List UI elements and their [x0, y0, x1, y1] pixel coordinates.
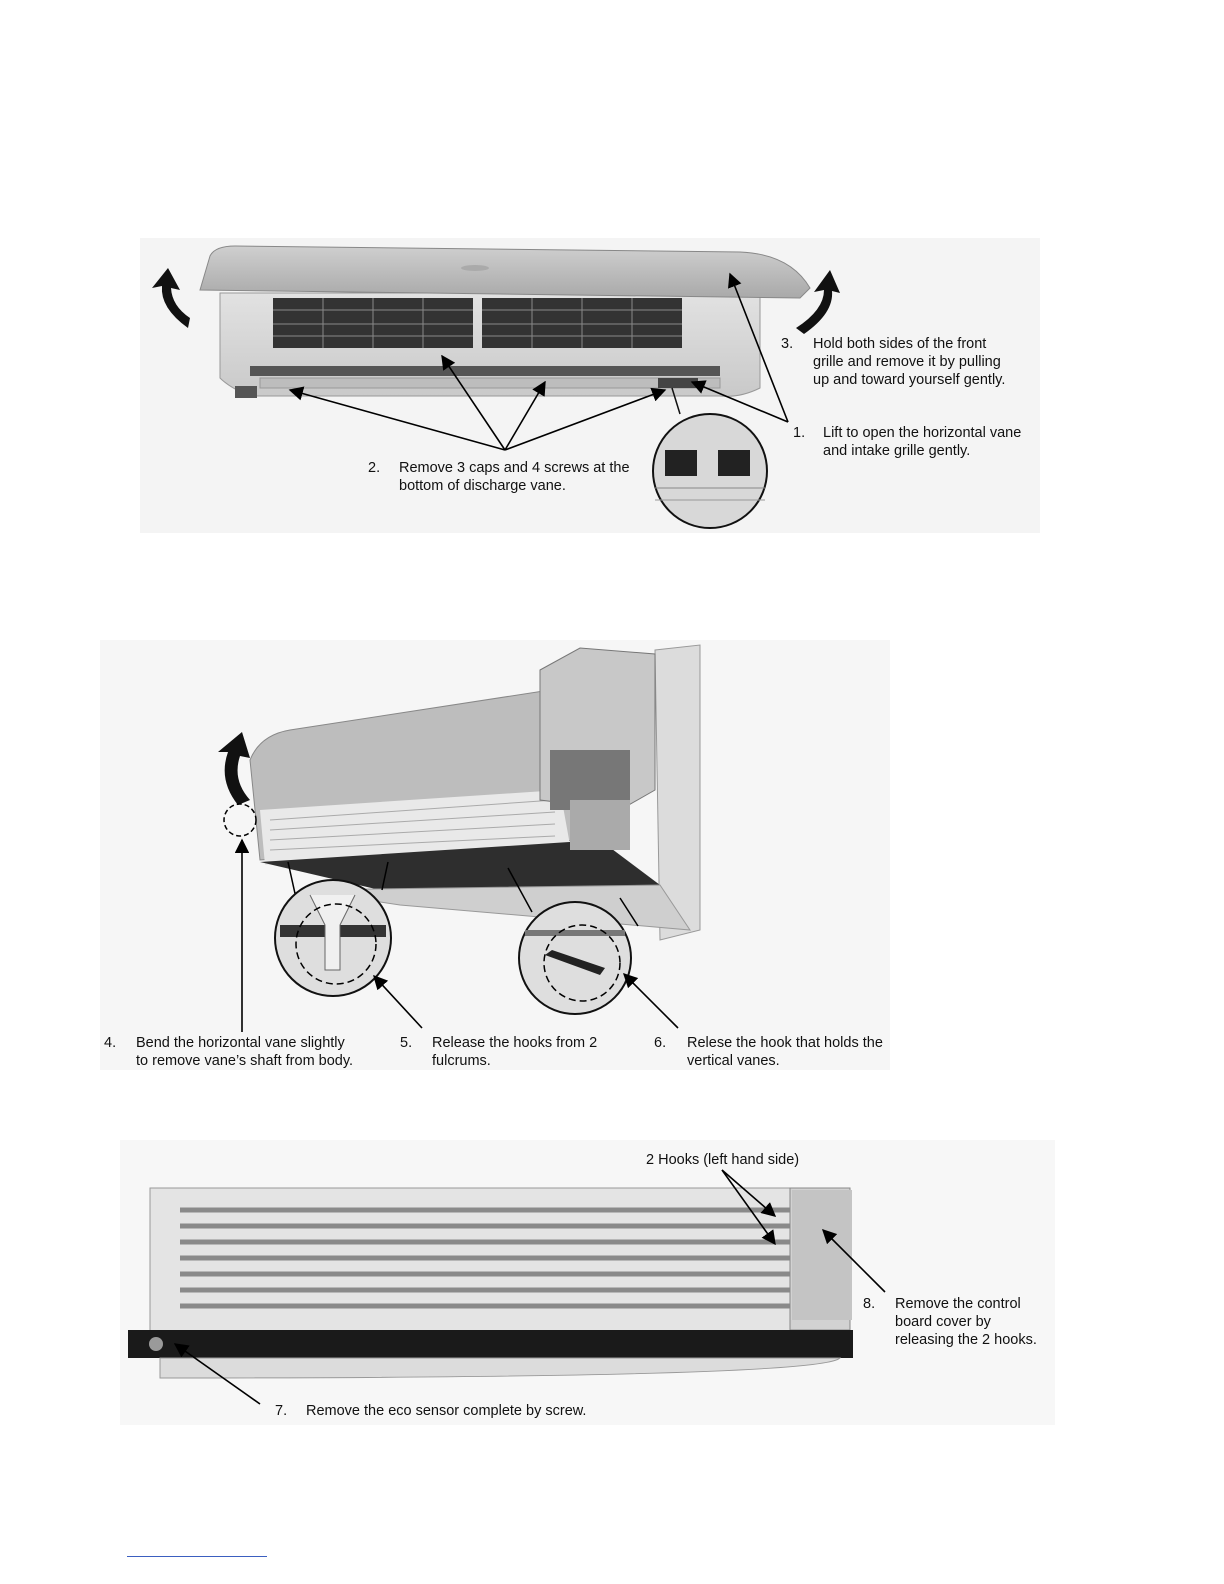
- step-text: Remove the control board cover by releas…: [895, 1296, 1037, 1348]
- lift-arrow-left-icon: [152, 268, 190, 328]
- figure-2-horizontal-vane-removal: [100, 640, 890, 1070]
- step-text: Hold both sides of the front grille and …: [813, 336, 1006, 388]
- step-number: 3.: [781, 336, 794, 352]
- figure-3-control-board-cover-removal: [120, 1140, 1055, 1425]
- zoom-detail-vertical-vane-hook: [507, 867, 639, 1015]
- figure-1-front-grille-removal: [140, 238, 1040, 533]
- lift-arrow-right-icon: [796, 270, 840, 334]
- step-number: 4.: [104, 1035, 117, 1051]
- step-text: Remove 3 caps and 4 screws at the bottom…: [399, 460, 630, 494]
- step-text: Bend the horizontal vane slightly to rem…: [136, 1035, 354, 1069]
- step-text: Lift to open the horizontal vane and int…: [823, 425, 1022, 459]
- step-number: 1.: [793, 425, 806, 441]
- zoom-detail-caps: [652, 387, 768, 529]
- step-number: 2.: [368, 460, 381, 476]
- footer-link-underline: [127, 1556, 267, 1557]
- step-text: Release the hooks from 2 fulcrums.: [432, 1035, 598, 1069]
- bend-arrow-icon: [218, 732, 250, 805]
- step-number: 7.: [275, 1403, 288, 1419]
- intake-filter: [273, 298, 682, 348]
- step-text: Relese the hook that holds the vertical …: [687, 1035, 883, 1069]
- step-number: 8.: [863, 1296, 876, 1312]
- hooks-label: 2 Hooks (left hand side): [646, 1152, 800, 1168]
- step-text: Remove the eco sensor complete by screw.: [306, 1403, 587, 1419]
- zoom-detail-fulcrum-hooks: [274, 861, 392, 997]
- step-number: 6.: [654, 1035, 667, 1051]
- step-number: 5.: [400, 1035, 413, 1051]
